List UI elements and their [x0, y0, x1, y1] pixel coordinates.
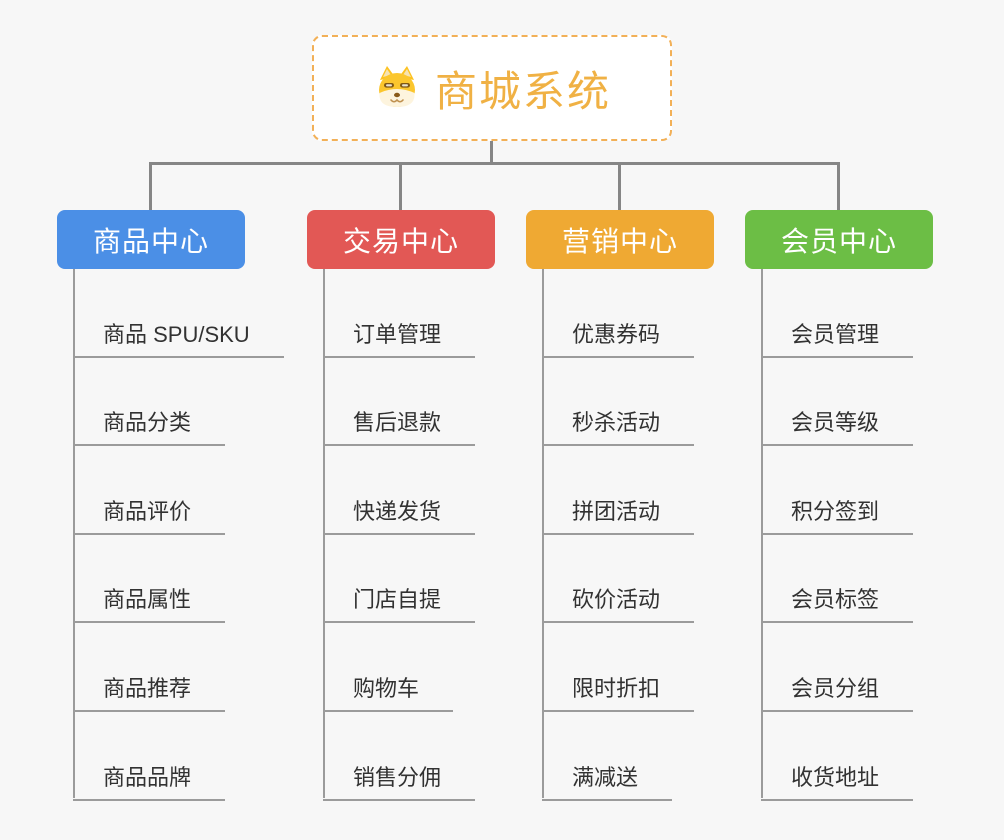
leaf-topic[interactable]: 购物车: [323, 671, 454, 712]
leaf-item: 会员管理: [761, 269, 995, 358]
leaf-topic[interactable]: 会员管理: [761, 317, 914, 358]
connector-stem: [490, 141, 493, 165]
leaf-item: 拼团活动: [542, 446, 776, 535]
leaf-item: 售后退款: [323, 358, 557, 447]
leaf-topic[interactable]: 快递发货: [323, 494, 476, 535]
connector-drop: [837, 162, 840, 210]
branch-children: 会员管理 会员等级 积分签到 会员标签 会员分组 收货地址: [761, 269, 995, 801]
branch-trunk-line: [323, 269, 325, 798]
leaf-topic[interactable]: 收货地址: [761, 760, 914, 801]
leaf-item: 会员等级: [761, 358, 995, 447]
leaf-topic[interactable]: 订单管理: [323, 317, 476, 358]
shiba-dog-icon: [373, 65, 421, 111]
branch-children: 订单管理 售后退款 快递发货 门店自提 购物车 销售分佣: [323, 269, 557, 801]
leaf-item: 订单管理: [323, 269, 557, 358]
leaf-topic[interactable]: 砍价活动: [542, 582, 695, 624]
leaf-topic[interactable]: 售后退款: [323, 405, 476, 447]
leaf-topic[interactable]: 限时折扣: [542, 671, 695, 712]
leaf-topic[interactable]: 商品评价: [73, 494, 226, 535]
leaf-item: 商品品牌: [73, 712, 307, 801]
branch-column-marketing: 营销中心 优惠券码 秒杀活动 拼团活动 砍价活动 限时折扣 满减送: [526, 210, 776, 801]
root-title: 商城系统: [434, 67, 611, 115]
leaf-item: 商品评价: [73, 446, 307, 535]
leaf-item: 限时折扣: [542, 623, 776, 712]
leaf-item: 收货地址: [761, 712, 995, 801]
leaf-item: 销售分佣: [323, 712, 557, 801]
branch-children: 商品 SPU/SKU 商品分类 商品评价 商品属性 商品推荐 商品品牌: [73, 269, 307, 801]
leaf-item: 积分签到: [761, 446, 995, 535]
branch-column-member: 会员中心 会员管理 会员等级 积分签到 会员标签 会员分组 收货地址: [745, 210, 995, 801]
leaf-topic[interactable]: 门店自提: [323, 582, 476, 624]
leaf-topic[interactable]: 优惠券码: [542, 317, 695, 358]
leaf-item: 满减送: [542, 712, 776, 801]
root-node[interactable]: 商城系统: [312, 35, 672, 141]
branch-node-product-center[interactable]: 商品中心: [57, 210, 245, 269]
branch-column-trade: 交易中心 订单管理 售后退款 快递发货 门店自提 购物车 销售分佣: [307, 210, 557, 801]
branch-column-product: 商品中心 商品 SPU/SKU 商品分类 商品评价 商品属性 商品推荐 商品品牌: [57, 210, 307, 801]
leaf-topic[interactable]: 销售分佣: [323, 760, 476, 801]
leaf-topic[interactable]: 秒杀活动: [542, 405, 695, 447]
leaf-item: 会员分组: [761, 623, 995, 712]
branch-trunk-line: [761, 269, 763, 798]
leaf-item: 秒杀活动: [542, 358, 776, 447]
branch-trunk-line: [73, 269, 75, 798]
connector-bus: [149, 162, 840, 165]
leaf-topic[interactable]: 满减送: [542, 760, 673, 801]
leaf-topic[interactable]: 会员分组: [761, 671, 914, 712]
leaf-item: 砍价活动: [542, 535, 776, 624]
leaf-item: 商品属性: [73, 535, 307, 624]
leaf-topic[interactable]: 拼团活动: [542, 494, 695, 535]
leaf-item: 商品分类: [73, 358, 307, 447]
leaf-item: 商品推荐: [73, 623, 307, 712]
leaf-topic[interactable]: 会员标签: [761, 582, 914, 624]
leaf-topic[interactable]: 商品品牌: [73, 760, 226, 801]
leaf-item: 商品 SPU/SKU: [73, 269, 307, 358]
connector-drop: [618, 162, 621, 210]
branch-trunk-line: [542, 269, 544, 798]
leaf-item: 快递发货: [323, 446, 557, 535]
branch-children: 优惠券码 秒杀活动 拼团活动 砍价活动 限时折扣 满减送: [542, 269, 776, 801]
leaf-topic[interactable]: 商品属性: [73, 582, 226, 624]
leaf-item: 会员标签: [761, 535, 995, 624]
branch-node-member-center[interactable]: 会员中心: [745, 210, 933, 269]
leaf-item: 门店自提: [323, 535, 557, 624]
branch-node-trade-center[interactable]: 交易中心: [307, 210, 495, 269]
leaf-topic[interactable]: 商品 SPU/SKU: [73, 317, 284, 358]
leaf-topic[interactable]: 会员等级: [761, 405, 914, 447]
connector-drop: [399, 162, 402, 210]
leaf-topic[interactable]: 积分签到: [761, 494, 914, 535]
leaf-topic[interactable]: 商品推荐: [73, 671, 226, 712]
branch-node-marketing-center[interactable]: 营销中心: [526, 210, 714, 269]
leaf-item: 购物车: [323, 623, 557, 712]
leaf-item: 优惠券码: [542, 269, 776, 358]
connector-drop: [149, 162, 152, 210]
leaf-topic[interactable]: 商品分类: [73, 405, 226, 447]
